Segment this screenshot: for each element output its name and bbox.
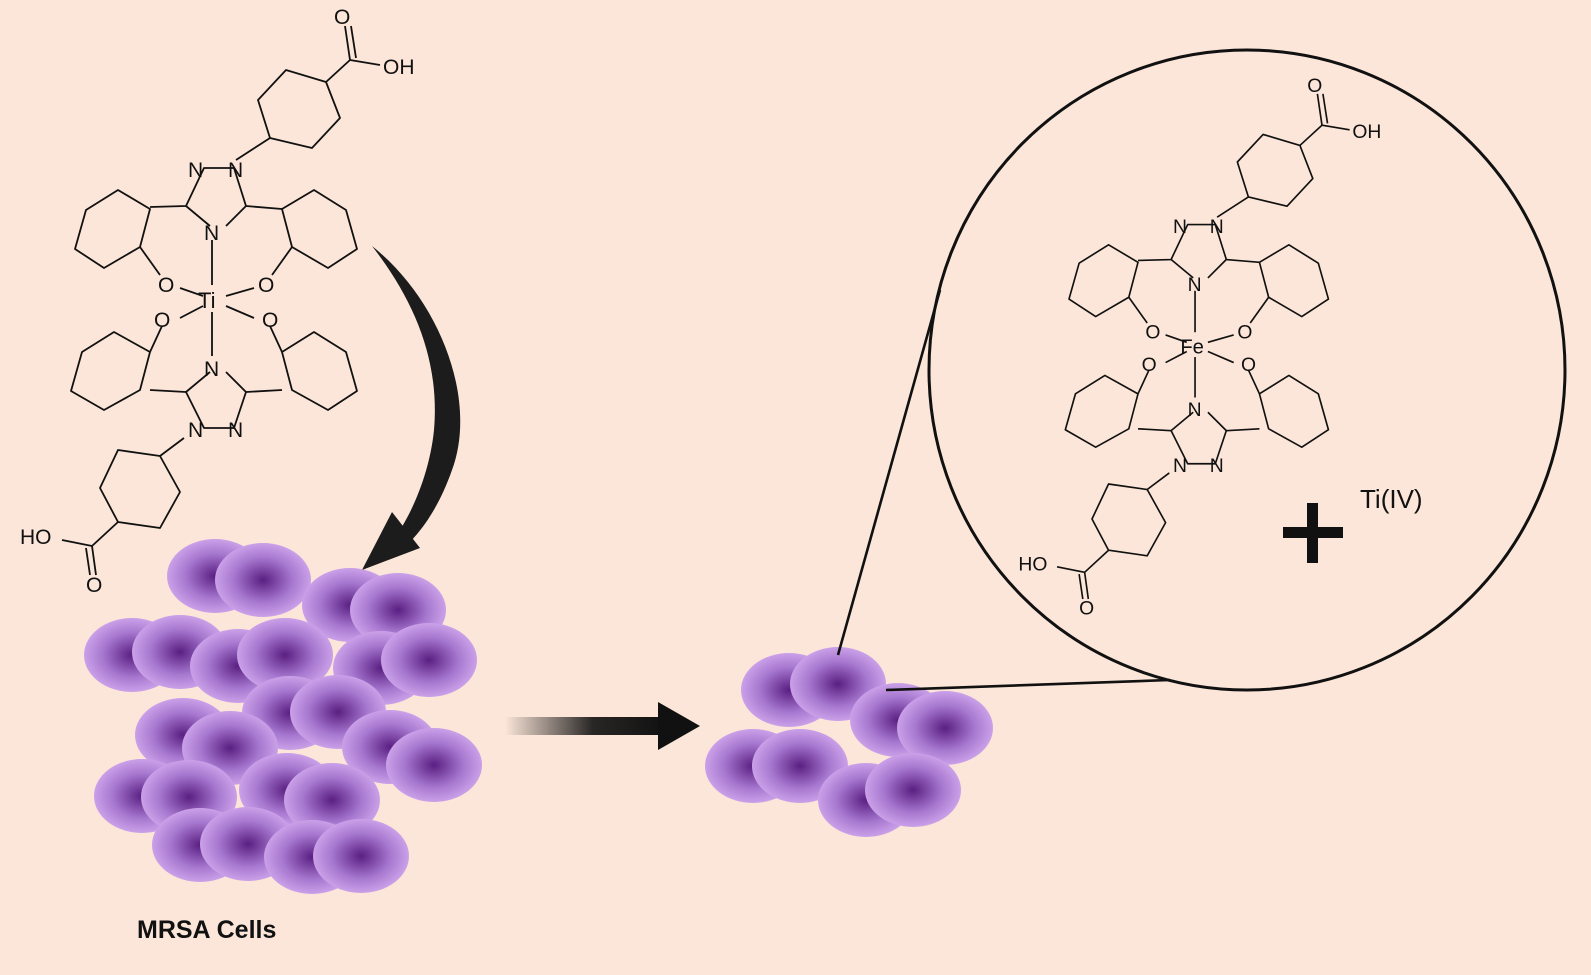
curved-arrow-icon: [362, 246, 461, 570]
fe-complex-o-label: O: [1237, 323, 1252, 344]
fe-complex-acid-hydroxyl: HO: [1018, 554, 1047, 575]
ti-complex-n-label: N: [188, 419, 203, 442]
ti-complex: Ti O O O O N N N N N N O OH O HO: [20, 6, 415, 597]
fe-complex-o-label: O: [1145, 323, 1160, 344]
fe-complex-acid-hydroxyl: OH: [1352, 122, 1381, 143]
ti-complex-n-label: N: [228, 159, 243, 182]
plus-icon: [1283, 503, 1343, 563]
fe-complex-n-label: N: [1173, 456, 1187, 477]
fe-complex: Fe O O O O N N N N N N O OH O HO: [1018, 76, 1381, 620]
mrsa-cell-cluster-treated: [705, 647, 993, 837]
ti-complex-n-label: N: [204, 222, 219, 245]
released-ion-label: Ti(IV): [1360, 484, 1423, 514]
ti-complex-o-label: O: [158, 274, 174, 297]
fe-complex-n-label: N: [1210, 456, 1224, 477]
ti-complex-o-label: O: [258, 274, 274, 297]
ti-complex-o-label: O: [262, 309, 278, 332]
ti-complex-acid-oxo: O: [86, 574, 102, 597]
fe-complex-n-label: N: [1173, 217, 1187, 238]
fe-complex-o-label: O: [1142, 355, 1157, 376]
ti-complex-acid-oxo: O: [334, 6, 350, 29]
right-arrow-icon: [505, 702, 700, 750]
bacterium-cell: [237, 618, 333, 692]
fe-complex-acid-oxo: O: [1307, 76, 1322, 97]
ti-complex-acid-hydroxyl: HO: [20, 526, 52, 549]
bacterium-cell: [313, 819, 409, 893]
mrsa-cells-label: MRSA Cells: [137, 916, 276, 944]
bacterium-cell: [215, 543, 311, 617]
bacterium-cell: [284, 763, 380, 837]
fe-complex-n-label: N: [1188, 275, 1202, 296]
ti-complex-n-label: N: [188, 159, 203, 182]
fe-complex-n-label: N: [1210, 217, 1224, 238]
fe-complex-metal-label: Fe: [1180, 336, 1204, 358]
ti-complex-n-label: N: [228, 419, 243, 442]
bacterium-cell: [386, 728, 482, 802]
fe-complex-n-label: N: [1188, 400, 1202, 421]
fe-complex-o-label: O: [1241, 355, 1256, 376]
fe-complex-acid-oxo: O: [1079, 599, 1094, 620]
ti-complex-n-label: N: [204, 358, 219, 381]
bacterium-cell: [865, 753, 961, 827]
bacterium-cell: [381, 623, 477, 697]
magnifier-circle-icon: [836, 48, 1567, 692]
mrsa-cell-cluster: [84, 539, 482, 894]
ti-complex-acid-hydroxyl: OH: [383, 56, 415, 79]
ti-complex-metal-label: Ti: [198, 288, 216, 313]
bacterium-cell: [897, 691, 993, 765]
ti-complex-o-label: O: [154, 309, 170, 332]
